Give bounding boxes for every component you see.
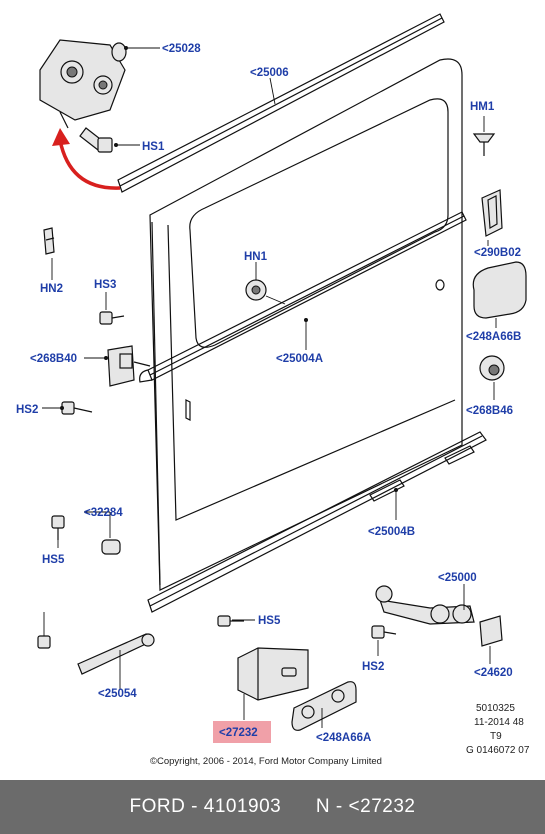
screw-hs3 [99, 311, 125, 325]
label-248a66a[interactable]: <248A66A [316, 732, 371, 744]
footer-prefix: N [315, 796, 331, 817]
footer-separator-1: - [185, 796, 204, 817]
upper-rail-25006 [117, 13, 445, 193]
label-25004a[interactable]: <25004A [276, 353, 323, 365]
label-hs2-left[interactable]: HS2 [16, 404, 38, 416]
bushing-32284 [101, 539, 121, 555]
bolt-hs2-left [61, 401, 93, 415]
cap-268b46 [479, 355, 505, 381]
label-25004b[interactable]: <25004B [368, 526, 415, 538]
label-hs1[interactable]: HS1 [142, 141, 165, 153]
footer-selected-part: <27232 [348, 796, 416, 817]
label-24620[interactable]: <24620 [474, 667, 513, 679]
footer-separator-2: - [330, 796, 349, 817]
diagram-metadata: 5010325 11-2014 48 T9 G 0146072 07 [466, 703, 530, 756]
hinge-268b40 [107, 345, 151, 387]
selected-part-highlight [213, 721, 271, 743]
exploded-parts-diagram: <25028 <25006 HS1 HM1 <290B02 HN2 HN1 HS… [16, 13, 530, 767]
copyright-notice: ©Copyright, 2006 - 2014, Ford Motor Comp… [150, 756, 382, 767]
footer-bar: FORD - 4101903 N - <27232 [0, 780, 545, 834]
nut-hn1 [245, 279, 267, 301]
label-25028[interactable]: <25028 [162, 43, 201, 55]
label-hs2-right[interactable]: HS2 [362, 661, 384, 673]
clip-hn2 [43, 227, 55, 255]
screw-hs5-mid [217, 615, 244, 627]
meta-line-4: G 0146072 07 [466, 745, 530, 756]
bolt-hs2-right [371, 625, 397, 639]
plate-248a66a [291, 681, 357, 731]
strap-25054 [77, 633, 155, 675]
bracket-24620 [479, 615, 503, 647]
meta-line-1: 5010325 [476, 703, 515, 714]
cover-248a66b [472, 261, 527, 319]
assembly-direction-arrow [58, 139, 121, 190]
arrow-head [52, 128, 70, 146]
cap-290b02 [481, 189, 503, 237]
label-268b46[interactable]: <268B46 [466, 405, 513, 417]
footer-part-number: 4101903 [203, 796, 282, 817]
part-labels: <25028 <25006 HS1 HM1 <290B02 HN2 HN1 HS… [16, 43, 521, 744]
screw-hm1 [472, 133, 496, 156]
center-rail-25004a [139, 211, 467, 383]
label-268b40[interactable]: <268B40 [30, 353, 77, 365]
label-32284[interactable]: <32284 [84, 507, 123, 519]
bolt-hs1 [79, 127, 113, 153]
footer-brand: FORD [129, 796, 186, 817]
label-248a66b[interactable]: <248A66B [466, 331, 521, 343]
lower-roller-arm-25000 [375, 585, 475, 625]
meta-line-3: T9 [490, 731, 502, 742]
label-290b02[interactable]: <290B02 [474, 247, 521, 259]
bolt-25054 [37, 612, 51, 649]
leader-lines [42, 46, 497, 728]
bumper-block-27232 [237, 647, 309, 701]
label-hn2[interactable]: HN2 [40, 283, 63, 295]
label-25000[interactable]: <25000 [438, 572, 477, 584]
label-27232[interactable]: <27232 [219, 727, 258, 739]
label-hm1[interactable]: HM1 [470, 101, 495, 113]
label-hs3[interactable]: HS3 [94, 279, 116, 291]
label-25054[interactable]: <25054 [98, 688, 137, 700]
label-25006[interactable]: <25006 [250, 67, 289, 79]
footer-gap [281, 796, 316, 818]
label-hn1[interactable]: HN1 [244, 251, 268, 263]
meta-line-2: 11-2014 48 [474, 717, 524, 728]
lower-rail-25004b [147, 431, 487, 613]
label-hs5-left[interactable]: HS5 [42, 554, 65, 566]
upper-roller-bracket-25028 [39, 39, 127, 129]
label-hs5-mid[interactable]: HS5 [258, 615, 281, 627]
